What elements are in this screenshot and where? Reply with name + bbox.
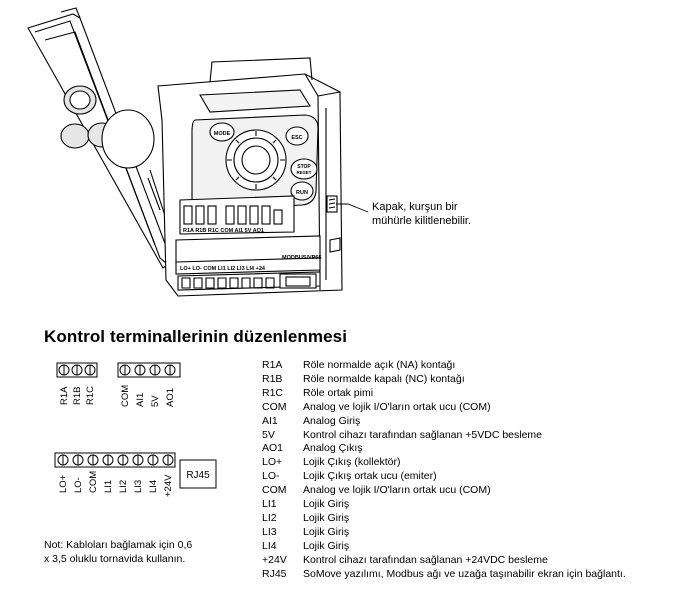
legend-row: AO1 Analog Çıkış — [262, 442, 626, 456]
callout-line-1: Kapak, kurşun bir — [372, 201, 458, 213]
legend-row: 5V Kontrol cihazı tarafından sağlanan +5V… — [262, 429, 626, 443]
legend-code: LI2 — [262, 511, 277, 524]
analog-label-ao1: AO1 — [165, 388, 176, 407]
legend-code: LI4 — [262, 539, 277, 552]
logic-label-li4: LI4 — [148, 480, 159, 493]
modbus-print: MODBUS/VP65 — [282, 255, 321, 261]
relay-terminal-strip — [56, 362, 98, 378]
logic-label-li1: LI1 — [103, 480, 114, 493]
legend-description: Analog ve lojik I/O'ların ortak ucu (COM… — [303, 400, 491, 413]
mode-key-label: MODE — [214, 131, 231, 137]
stop-key-label: STOP — [297, 164, 311, 170]
legend-description: Lojik Çıkış ortak ucu (emiter) — [303, 470, 437, 483]
legend-row: LI2 Lojik Giriş — [262, 512, 626, 526]
legend-code: LI1 — [262, 498, 277, 511]
callout-line-2: mühürle kilitlenebilir. — [372, 215, 472, 227]
legend-description: Lojik Giriş — [303, 511, 350, 524]
legend-code: R1B — [262, 372, 283, 385]
terminal-legend: R1A Röle normalde açık (NA) kontağı R1B Rö… — [262, 359, 626, 582]
upper-terminal-block-drawing — [179, 195, 295, 235]
legend-code: R1A — [262, 359, 283, 371]
legend-code: LO+ — [262, 456, 283, 469]
analog-terminal-strip — [117, 362, 181, 378]
logic-label-li3: LI3 — [133, 480, 144, 493]
relay-label-r1c: R1C — [85, 386, 96, 405]
legend-description: Röle normalde kapalı (NC) kontağı — [303, 372, 465, 385]
legend-row: +24V Kontrol cihazı tarafından sağlanan +… — [262, 554, 626, 568]
upper-terminal-print: R1A R1B R1C COM AI1 5V AO1 — [183, 228, 264, 234]
drive-line-drawing: MODE ESC STOP RESET RUN R1A R1B R1C COM … — [27, 7, 369, 297]
legend-row: LO- Lojik Çıkış ortak ucu (emiter) — [262, 470, 626, 484]
mode-key[interactable] — [209, 122, 235, 142]
legend-row: LI1 Lojik Giriş — [262, 498, 626, 512]
rj45-port — [179, 459, 217, 489]
legend-row: LI3 Lojik Giriş — [262, 526, 626, 540]
lower-terminal-block-drawing — [175, 235, 321, 291]
section-heading: Kontrol terminallerinin düzenlenmesi — [44, 327, 348, 346]
logic-label-com: COM — [88, 471, 99, 493]
legend-row: RJ45 SoMove yazılımı, Modbus ağı ve uzağa… — [262, 568, 626, 582]
legend-description: Analog Giriş — [303, 414, 361, 427]
legend-row: COM Analog ve lojik I/O'ların ortak ucu (… — [262, 484, 626, 498]
logic-terminal-strip — [54, 452, 176, 468]
legend-code: AI1 — [262, 414, 278, 427]
legend-row: LO+ Lojik Çıkış (kollektör) — [262, 456, 626, 470]
lower-terminal-print: LO+ LO- COM LI1 LI2 LI3 LI4 +24 — [180, 266, 266, 272]
open-cover — [27, 7, 173, 269]
legend-code: AO1 — [262, 442, 284, 455]
legend-description: Lojik Giriş — [303, 525, 350, 538]
legend-description: SoMove yazılımı, Modbus ağı ve uzağa taş… — [303, 567, 626, 580]
legend-description: Kontrol cihazı tarafından sağlanan +5VDC… — [303, 428, 543, 441]
relay-label-r1a: R1A — [59, 386, 70, 405]
legend-description: Kontrol cihazı tarafından sağlanan +24VD… — [303, 553, 548, 566]
legend-code: RJ45 — [262, 567, 287, 580]
legend-row: AI1 Analog Giriş — [262, 415, 626, 429]
logic-label-li2: LI2 — [118, 480, 129, 493]
legend-code: +24V — [262, 553, 287, 566]
cover-seal-callout: Kapak, kurşun bir mühürle kilitlenebilir… — [372, 200, 502, 228]
legend-description: Analog ve lojik I/O'ların ortak ucu (COM… — [303, 484, 491, 497]
analog-label-ai1: AI1 — [135, 393, 146, 407]
legend-description: Röle ortak pimi — [303, 386, 374, 399]
note-line-2: x 3,5 oluklu tornavida kullanın. — [44, 553, 186, 565]
esc-key[interactable] — [285, 126, 309, 146]
screwdriver-note: Not: Kabloları bağlamak için 0,6 x 3,5 o… — [44, 538, 234, 566]
stop-reset-key[interactable] — [290, 158, 318, 180]
esc-key-label: ESC — [291, 135, 302, 141]
legend-description: Analog Çıkış — [303, 442, 363, 455]
legend-row: R1B Röle normalde kapalı (NC) kontağı — [262, 373, 626, 387]
run-key[interactable] — [290, 181, 314, 201]
legend-row: R1C Röle ortak pimi — [262, 387, 626, 401]
note-line-1: Not: Kabloları bağlamak için 0,6 — [44, 539, 193, 551]
legend-row: COM Analog ve lojik I/O'ların ortak ucu (… — [262, 401, 626, 415]
logic-label-lo-minus: LO- — [73, 477, 84, 493]
callout-leader-line — [336, 203, 369, 213]
legend-code: COM — [262, 400, 287, 413]
analog-label-5v: 5V — [150, 395, 161, 407]
analog-label-com: COM — [120, 385, 131, 407]
logic-label-lo-plus: LO+ — [58, 474, 69, 493]
legend-code: R1C — [262, 386, 284, 399]
legend-code: 5V — [262, 428, 275, 441]
reset-key-label: RESET — [296, 170, 311, 175]
run-key-label: RUN — [296, 190, 308, 196]
legend-description: Röle normalde açık (NA) kontağı — [303, 359, 456, 371]
legend-code: LI3 — [262, 525, 277, 538]
terminal-schematic: R1A R1B R1C COM AI1 5V AO1 LO+ LO- COM L… — [54, 362, 217, 497]
legend-description: Lojik Giriş — [303, 539, 350, 552]
legend-description: Lojik Giriş — [303, 498, 350, 511]
legend-row: R1A Röle normalde açık (NA) kontağı — [262, 359, 626, 373]
legend-description: Lojik Çıkış (kollektör) — [303, 456, 401, 469]
legend-code: LO- — [262, 470, 280, 483]
logic-label-24v: +24V — [163, 474, 174, 497]
legend-row: LI4 Lojik Giriş — [262, 540, 626, 554]
rj45-label: RJ45 — [186, 470, 210, 481]
relay-label-r1b: R1B — [72, 387, 83, 405]
legend-code: COM — [262, 484, 287, 497]
